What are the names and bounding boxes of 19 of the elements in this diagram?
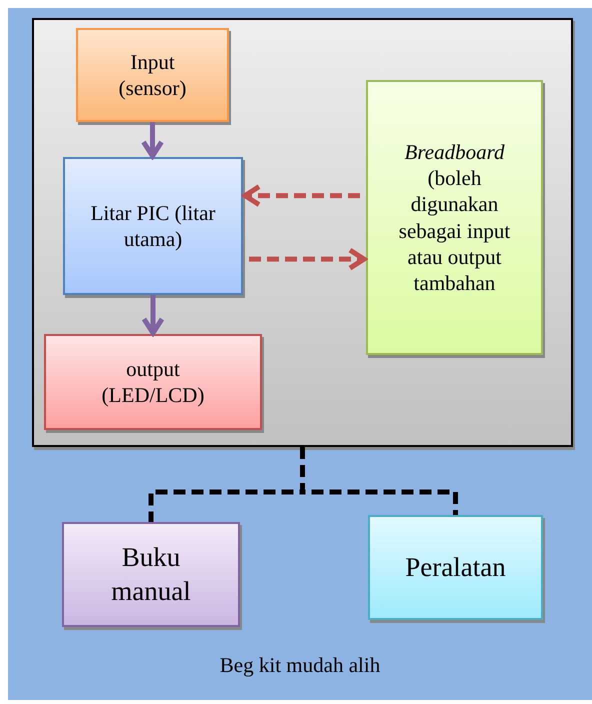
kit-bag-panel	[8, 8, 592, 700]
process-box	[368, 515, 543, 620]
arrow	[249, 248, 366, 271]
process-box	[366, 80, 543, 355]
process-box	[44, 334, 262, 430]
box-label: Buku manual	[110, 540, 192, 608]
box-label: Peralatan	[405, 550, 506, 584]
box-label: output (LED/LCD)	[100, 356, 206, 408]
process-box	[76, 28, 229, 122]
arrow	[142, 295, 164, 336]
kit-content-box	[32, 18, 573, 447]
box-label: Litar PIC (litar utama)	[90, 200, 216, 252]
caption-text: Beg kit mudah alih	[220, 652, 380, 678]
box-label: Input (sensor)	[118, 48, 188, 102]
process-box	[62, 522, 240, 627]
arrow	[242, 184, 360, 208]
process-box	[63, 157, 243, 295]
box-label: Breadboard (boleh digunakan sebagai input atau output tambahan	[398, 138, 512, 296]
arrow	[141, 122, 164, 158]
